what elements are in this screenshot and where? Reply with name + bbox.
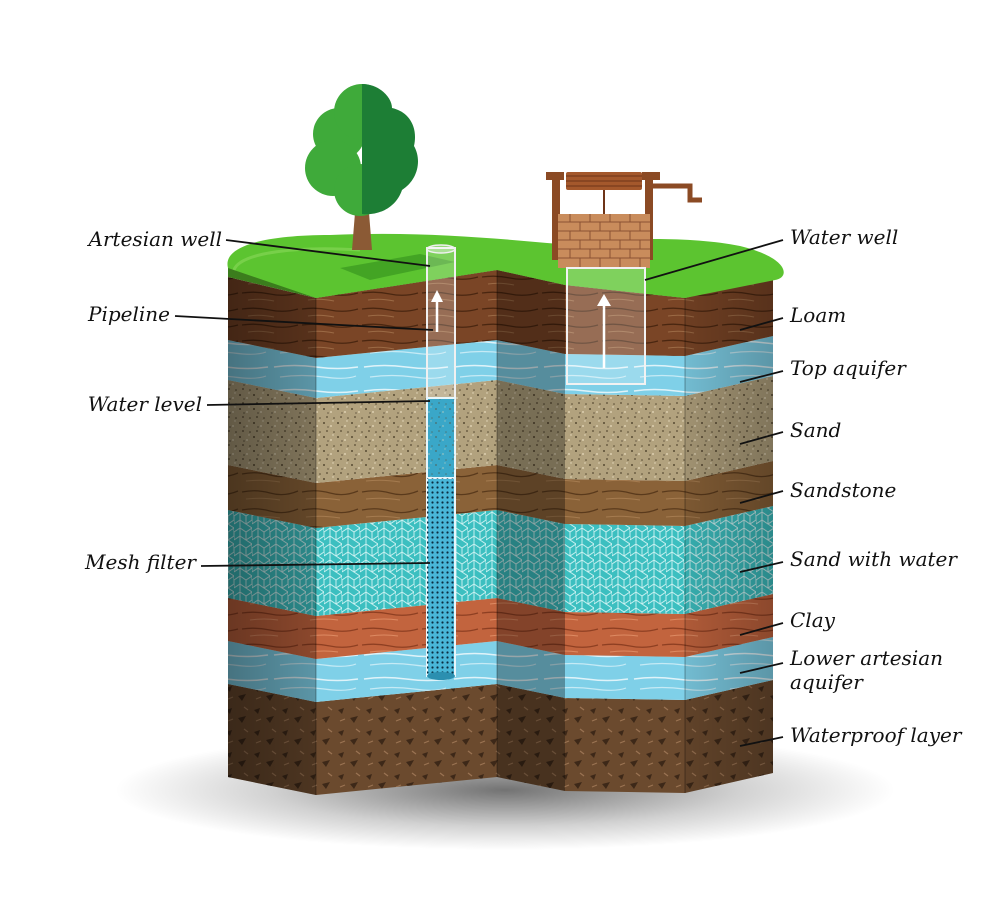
label-top-aquifer: Top aquifer xyxy=(790,356,907,380)
label-sandstone: Sandstone xyxy=(790,478,896,502)
tree-icon xyxy=(305,84,418,250)
loam-leader xyxy=(739,317,784,331)
clay-leader xyxy=(739,622,784,636)
lower-artesian-aquifer-leader xyxy=(739,662,784,674)
top-aquifer-leader xyxy=(739,370,784,383)
sand-with-water-leader xyxy=(739,561,784,573)
sand-leader xyxy=(739,431,784,445)
label-loam: Loam xyxy=(789,303,846,327)
label-mesh-filter: Mesh filter xyxy=(84,550,197,574)
label-sand-with-water: Sand with water xyxy=(790,547,958,571)
label-water-well: Water well xyxy=(790,225,898,249)
waterproof-layer-leader xyxy=(739,736,784,747)
label-clay: Clay xyxy=(790,608,836,632)
label-lower-artesian-aquifer-line1: Lower artesian xyxy=(789,646,943,670)
artesian-well-pipe xyxy=(426,244,456,680)
leader-lines xyxy=(174,239,784,747)
label-waterproof-layer: Waterproof layer xyxy=(790,723,963,747)
soil-block xyxy=(228,270,773,795)
water-well-icon xyxy=(546,172,702,385)
label-lower-artesian-aquifer-line2: aquifer xyxy=(790,670,864,694)
water-well-leader xyxy=(644,239,784,281)
label-pipeline: Pipeline xyxy=(87,302,170,326)
sandstone-leader xyxy=(739,490,784,504)
water-level-leader xyxy=(206,400,431,406)
mesh-filter-leader xyxy=(200,562,431,567)
label-water-level: Water level xyxy=(88,392,202,416)
labels: Artesian well Pipeline Water level Mesh … xyxy=(84,225,963,747)
label-artesian-well: Artesian well xyxy=(87,227,222,251)
label-sand: Sand xyxy=(790,418,841,442)
pipeline-leader xyxy=(174,315,434,331)
artesian-well-leader xyxy=(225,239,431,267)
